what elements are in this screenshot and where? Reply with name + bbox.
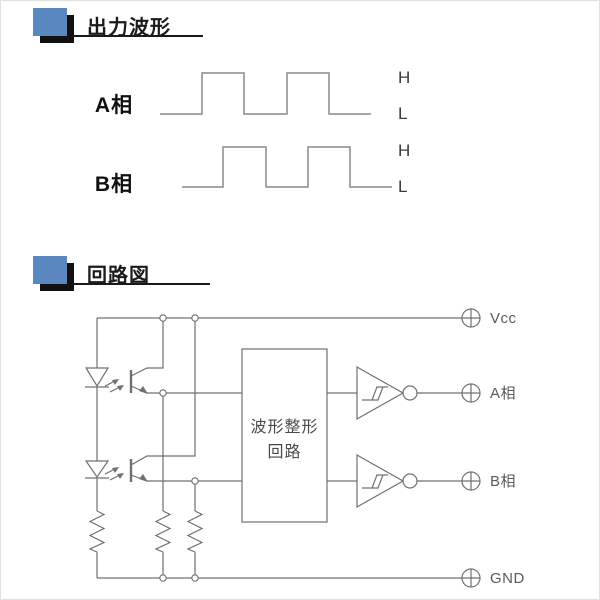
schmitt-buffer-a: [356, 365, 462, 421]
terminal-gnd: GND: [461, 568, 525, 588]
shaper-label-line2: 回路: [267, 443, 301, 461]
header-underline: [73, 35, 203, 37]
terminal-vcc-label: Vcc: [490, 310, 517, 327]
led-1: [84, 367, 110, 388]
waveform-shaper-box: 波形整形 回路: [241, 348, 328, 523]
circuit-diagram: 波形整形 回路 Vcc A相: [84, 308, 525, 588]
terminal-phase-b: B相: [461, 471, 516, 491]
phase-a-waveform: [160, 72, 371, 115]
terminal-phase-a-label: A相: [490, 385, 516, 402]
phase-a-label: A相: [95, 93, 133, 117]
schmitt-buffer-b: [356, 453, 462, 509]
phase-b-waveform: [182, 146, 392, 188]
phase-a-high-label: H: [398, 68, 410, 87]
terminal-gnd-label: GND: [490, 570, 525, 587]
header-accent-square: [33, 256, 67, 284]
phase-b-low-label: L: [398, 177, 407, 196]
resistor-a: [154, 510, 172, 553]
resistor-b: [186, 510, 204, 553]
phototransistor-b: [129, 318, 242, 482]
terminal-phase-b-label: B相: [490, 473, 516, 490]
section-header-circuit: 回路図: [33, 256, 253, 302]
section-title: 回路図: [87, 265, 150, 287]
header-accent-square: [33, 8, 67, 36]
resistor-led: [88, 510, 106, 553]
led-2: [84, 460, 110, 479]
phototransistor-a: [129, 318, 242, 394]
phase-b-high-label: H: [398, 141, 410, 160]
light-arrows-2: [104, 467, 124, 481]
section-title: 出力波形: [87, 17, 171, 39]
terminal-phase-a: A相: [461, 383, 516, 403]
section-header-output-waveform: 出力波形: [33, 8, 253, 54]
junction-dots: [159, 314, 199, 582]
phase-a-low-label: L: [398, 104, 407, 123]
terminal-vcc: Vcc: [461, 308, 517, 328]
output-waveform-diagram: A相 H L B相 H L: [95, 68, 410, 196]
shaper-label-line1: 波形整形: [250, 418, 318, 436]
phase-b-label: B相: [95, 172, 133, 196]
light-arrows-1: [104, 379, 124, 393]
header-underline: [73, 283, 210, 285]
